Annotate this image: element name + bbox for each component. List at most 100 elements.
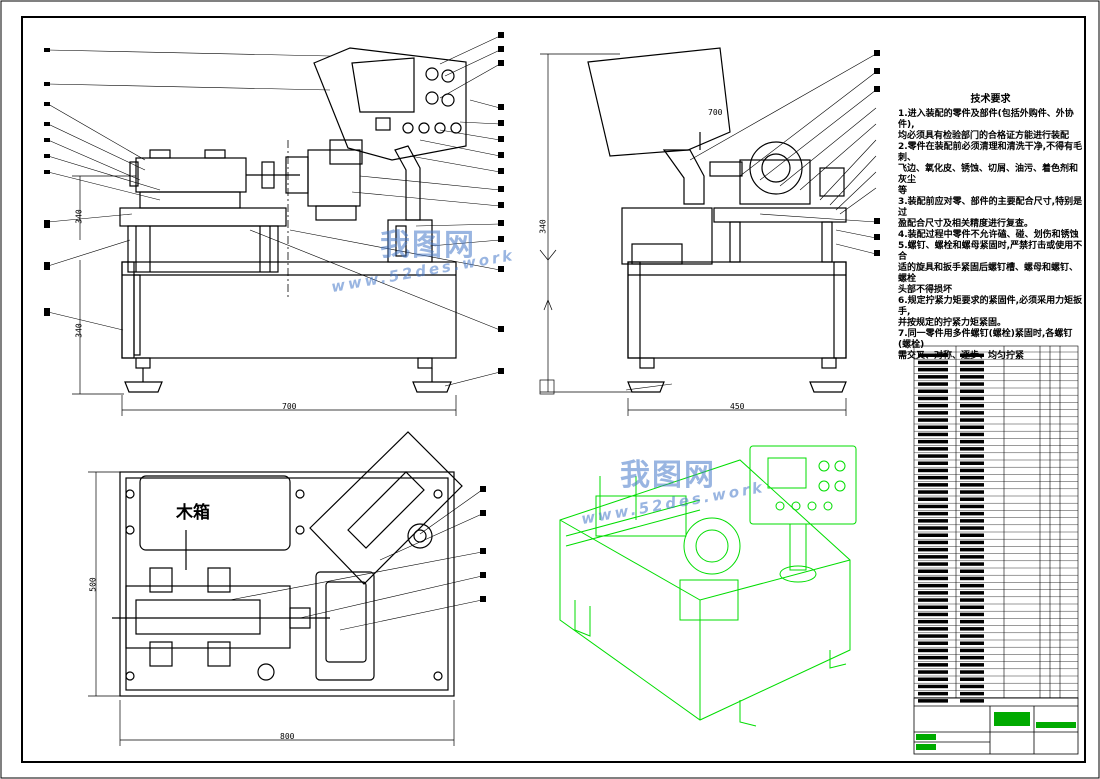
parts-list-cell [960, 699, 984, 703]
parts-list-cell [918, 591, 948, 595]
title-block-cells [916, 712, 1076, 750]
parts-list-cell [918, 382, 948, 386]
technical-requirement-line: 需交叉、对称、逐步、均匀拧紧 [898, 351, 1025, 361]
technical-requirement-line: 2.零件在装配前必须清理和清洗干净,不得有毛刺、 [898, 142, 1083, 163]
parts-list-cell [960, 648, 984, 653]
parts-list-cell [918, 454, 948, 458]
parts-list-cell [960, 483, 984, 487]
parts-list-cell [960, 382, 984, 386]
parts-list-cell [918, 612, 948, 617]
parts-list-cell [918, 569, 948, 573]
parts-list-cell [960, 691, 984, 696]
parts-list-cell [960, 663, 984, 667]
plan-view-balloons [480, 486, 486, 602]
dim-side-top: 700 [708, 108, 723, 117]
parts-list-cell [918, 526, 948, 530]
parts-list-cell [960, 519, 984, 523]
parts-list-cell [960, 555, 984, 559]
front-view-dimensions [72, 175, 457, 416]
technical-requirements-lines: 1.进入装配的零件及部件(包括外购件、外协件),均必须具有检验部门的合格证方能进… [898, 109, 1083, 362]
parts-list-cell [918, 555, 948, 559]
parts-list-cell [960, 540, 984, 545]
parts-list-cell [918, 403, 948, 408]
parts-list-cell [960, 634, 984, 638]
parts-list-cell [960, 475, 984, 480]
parts-list-cell [960, 432, 984, 437]
parts-list-cell [918, 670, 948, 674]
parts-list-cell [918, 655, 948, 660]
parts-list-cell [960, 396, 984, 401]
dim-front-top: 340 [74, 209, 84, 224]
plan-view-leaders [229, 489, 483, 631]
parts-list-cell [918, 468, 948, 473]
parts-list-cell [918, 619, 948, 624]
parts-list-cell [918, 641, 948, 645]
parts-list-cell [918, 425, 948, 429]
dim-side-height: 340 [538, 219, 548, 234]
technical-requirement-line: 等 [898, 186, 908, 196]
side-view [587, 47, 847, 393]
parts-list-cell [918, 627, 948, 631]
parts-list-cell [918, 576, 948, 581]
parts-list-cell [960, 403, 984, 408]
parts-list-cell [960, 468, 984, 473]
parts-list-cell [918, 353, 948, 357]
parts-list-cell [960, 497, 984, 501]
technical-requirements: 技术要求 1.进入装配的零件及部件(包括外购件、外协件),均必须具有检验部门的合… [898, 94, 1083, 362]
parts-list-cell [960, 569, 984, 573]
parts-list-cell [960, 627, 984, 631]
parts-list-cell [960, 533, 984, 537]
parts-list-cell [918, 360, 948, 365]
technical-requirement-line: 5.螺钉、螺栓和螺母紧固时,严禁打击或使用不合 [898, 241, 1083, 262]
parts-list-cell [960, 439, 984, 444]
parts-list-cell [960, 447, 984, 451]
technical-requirement-line: 盈配合尺寸及相关精度进行复查。 [898, 219, 1034, 229]
technical-requirement-line: 1.进入装配的零件及部件(包括外购件、外协件), [898, 109, 1074, 130]
technical-requirement-line: 6.规定拧紧力矩要求的紧固件,必须采用力矩扳手, [898, 296, 1083, 317]
parts-list-cell [918, 461, 948, 465]
parts-list-cell [960, 490, 984, 494]
parts-list-cell [960, 504, 984, 509]
technical-requirement-line: 并按规定的拧紧力矩紧固。 [898, 318, 1007, 328]
parts-list-cell [918, 663, 948, 667]
parts-list-cell [918, 490, 948, 494]
parts-list-cell [918, 439, 948, 444]
parts-list-cell [960, 461, 984, 465]
inner-frame [21, 16, 1086, 763]
parts-list-cell [960, 684, 984, 689]
parts-list-cell [960, 605, 984, 609]
plan-view [112, 431, 463, 697]
parts-list-cell [918, 605, 948, 609]
parts-list-cell [960, 547, 984, 552]
parts-list-cell [960, 677, 984, 681]
parts-list-cell [960, 389, 984, 393]
parts-list-cell [918, 511, 948, 516]
parts-list-cell [918, 418, 948, 422]
parts-list-cell [960, 418, 984, 422]
isometric-view [559, 445, 857, 727]
parts-list-cell [960, 619, 984, 624]
box-label: 木箱 [176, 503, 210, 523]
parts-list-cell [918, 396, 948, 401]
parts-list-cell [960, 655, 984, 660]
parts-list-rows [914, 351, 1078, 703]
parts-list-cell [918, 375, 948, 379]
parts-list-cell [960, 612, 984, 617]
parts-list-cell [918, 691, 948, 696]
title-block [913, 697, 1079, 755]
technical-requirement-line: 飞边、氧化皮、锈蚀、切屑、油污、着色剂和灰尘 [898, 164, 1079, 185]
parts-list-cell [960, 353, 984, 357]
technical-requirement-line: 7.同一零件用多件螺钉(螺栓)紧固时,各螺钉(螺栓) [898, 329, 1073, 350]
front-view [119, 47, 467, 393]
parts-list-cell [960, 576, 984, 581]
watermark-cn-bottom: 我图网 [620, 458, 716, 493]
technical-requirement-line: 头部不得损坏 [898, 285, 953, 295]
parts-list-cell [918, 699, 948, 703]
front-view-balloons [44, 32, 504, 374]
parts-list-cell [918, 432, 948, 437]
plan-view-dimensions [88, 471, 455, 746]
side-view-leaders [625, 53, 877, 391]
dim-front-height: 340 [74, 323, 84, 338]
parts-list-cell [918, 684, 948, 689]
